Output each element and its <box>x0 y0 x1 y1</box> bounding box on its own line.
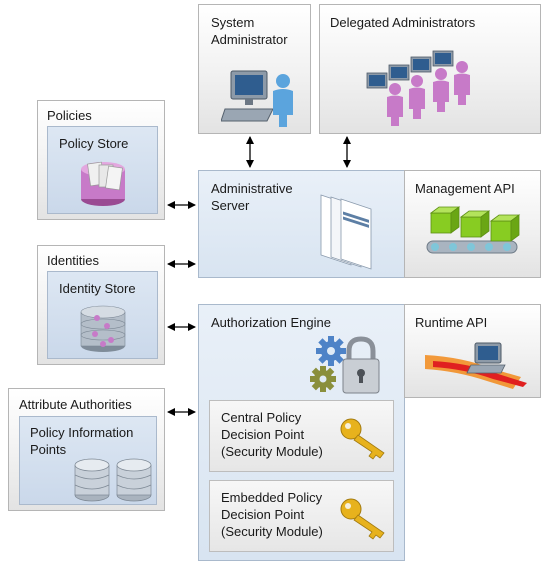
delegated-administrators-box: Delegated Administrators <box>319 4 541 134</box>
central-pdp-label: Central Policy Decision Point (Security … <box>221 410 323 459</box>
runtime-api-box: Runtime API <box>404 304 541 398</box>
policy-information-points-label: Policy Information Points <box>30 425 134 457</box>
embedded-pdp-box: Embedded Policy Decision Point (Security… <box>209 480 394 552</box>
identities-label: Identities <box>47 253 100 268</box>
policy-store-panel: Policy Store <box>47 126 158 214</box>
policies-label: Policies <box>47 108 92 123</box>
system-administrator-label: System Administrator <box>211 15 288 47</box>
computer-user-icon <box>221 70 293 127</box>
attribute-authorities-label: Attribute Authorities <box>19 397 132 412</box>
administrative-server-box: Administrative Server <box>198 170 405 278</box>
identities-box: Identities Identity Store <box>37 245 165 365</box>
central-pdp-box: Central Policy Decision Point (Security … <box>209 400 394 472</box>
management-api-label: Management API <box>415 181 515 196</box>
attribute-authorities-box: Attribute Authorities Policy Information… <box>8 388 165 511</box>
management-api-box: Management API <box>404 170 541 278</box>
authorization-engine-box: Authorization Engine Central Policy Deci… <box>198 304 405 561</box>
administrative-server-label: Administrative Server <box>211 181 293 213</box>
identity-store-panel: Identity Store <box>47 271 158 359</box>
gears-lock-icon <box>310 336 380 394</box>
authorization-engine-label: Authorization Engine <box>211 315 331 330</box>
database-cylinder-icon <box>81 161 125 206</box>
database-disks-icon <box>74 458 152 502</box>
runtime-api-icon <box>425 342 527 389</box>
embedded-pdp-label: Embedded Policy Decision Point (Security… <box>221 490 323 539</box>
key-icon <box>340 418 385 460</box>
delegated-administrators-label: Delegated Administrators <box>330 15 476 30</box>
conveyor-icon <box>426 206 521 254</box>
key-icon <box>340 498 385 540</box>
multiple-users-icon <box>366 50 470 126</box>
runtime-api-label: Runtime API <box>415 315 488 330</box>
system-administrator-box: System Administrator <box>198 4 311 134</box>
policy-store-label: Policy Store <box>59 136 129 151</box>
policy-information-points-panel: Policy Information Points <box>19 416 157 505</box>
policies-box: Policies Policy Store <box>37 100 165 220</box>
identity-store-icon <box>80 305 126 352</box>
server-pages-icon <box>320 194 372 270</box>
identity-store-label: Identity Store <box>59 281 136 296</box>
